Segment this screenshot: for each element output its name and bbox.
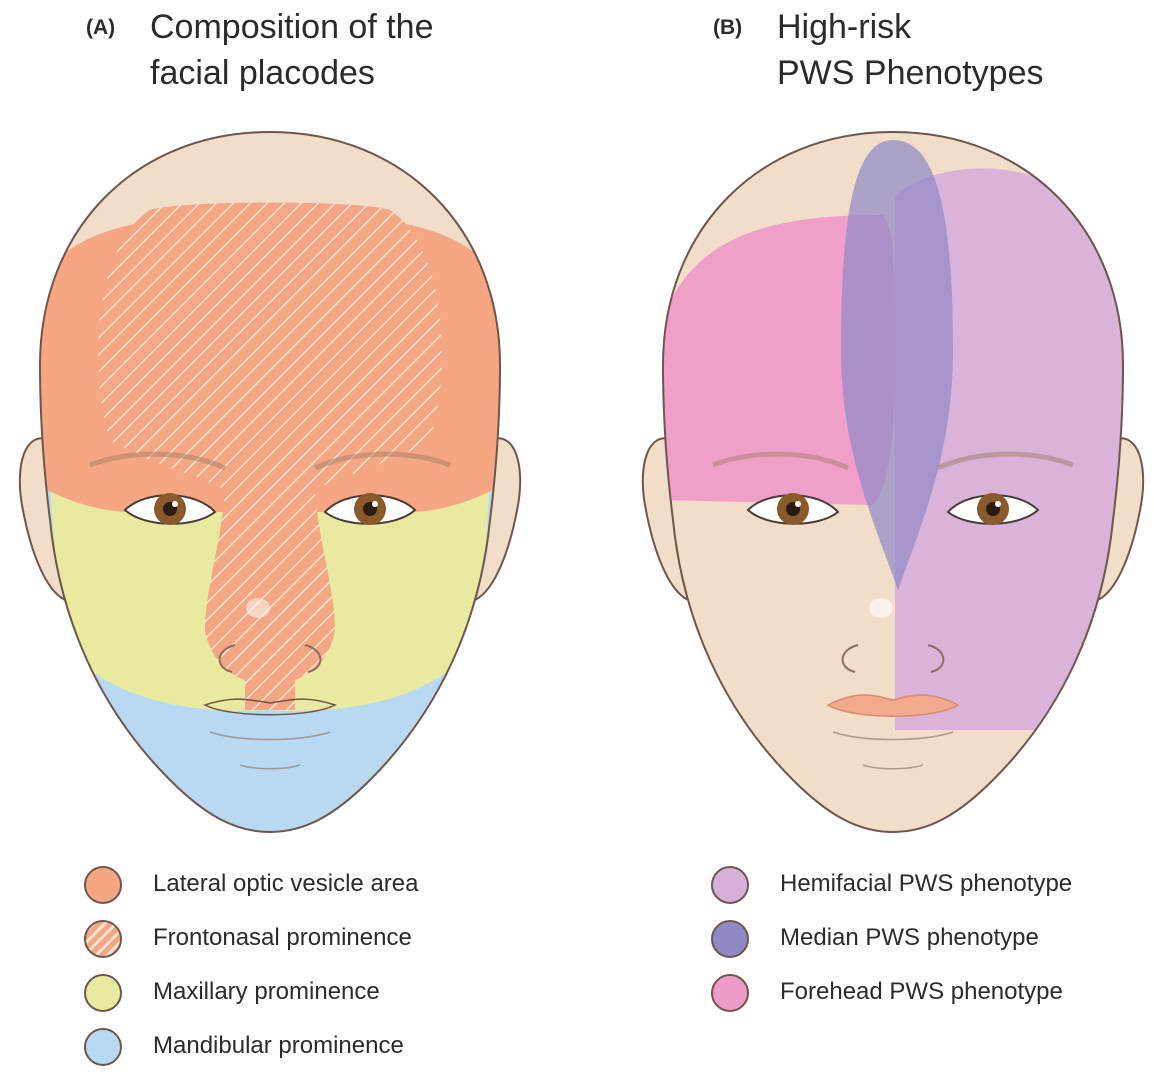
- legend-item-median: Median PWS phenotype: [711, 920, 1151, 970]
- legend-item-maxillary: Maxillary prominence: [84, 974, 564, 1024]
- legend-b: Hemifacial PWS phenotype Median PWS phen…: [711, 866, 1151, 1026]
- lateral-optic-swatch: [84, 866, 122, 904]
- forehead-swatch: [711, 974, 749, 1012]
- panel-a-letter: (A): [86, 16, 115, 40]
- panel-a-title-line1: Composition of the: [150, 10, 434, 44]
- legend-label: Lateral optic vesicle area: [153, 870, 418, 898]
- legend-label: Mandibular prominence: [153, 1032, 404, 1060]
- panel-a-title-line2: facial placodes: [150, 56, 375, 90]
- legend-label: Hemifacial PWS phenotype: [780, 870, 1072, 898]
- panel-b-title-line2: PWS Phenotypes: [777, 56, 1043, 90]
- legend-label: Frontonasal prominence: [153, 924, 412, 952]
- panel-b-title-line1: High-risk: [777, 10, 911, 44]
- frontonasal-swatch: [84, 920, 122, 958]
- legend-item-hemifacial: Hemifacial PWS phenotype: [711, 866, 1151, 916]
- face-a-illustration: [10, 120, 530, 840]
- legend-item-lateral-optic: Lateral optic vesicle area: [84, 866, 564, 916]
- legend-label: Median PWS phenotype: [780, 924, 1039, 952]
- legend-label: Maxillary prominence: [153, 978, 380, 1006]
- maxillary-swatch: [84, 974, 122, 1012]
- panel-b-letter: (B): [713, 16, 742, 40]
- hemifacial-swatch: [711, 866, 749, 904]
- legend-item-mandibular: Mandibular prominence: [84, 1028, 564, 1078]
- face-b-illustration: [633, 120, 1153, 840]
- legend-label: Forehead PWS phenotype: [780, 978, 1063, 1006]
- mandibular-swatch: [84, 1028, 122, 1066]
- legend-item-forehead: Forehead PWS phenotype: [711, 974, 1151, 1024]
- legend-a: Lateral optic vesicle area Frontonasal p…: [84, 866, 564, 1076]
- median-swatch: [711, 920, 749, 958]
- legend-item-frontonasal: Frontonasal prominence: [84, 920, 564, 970]
